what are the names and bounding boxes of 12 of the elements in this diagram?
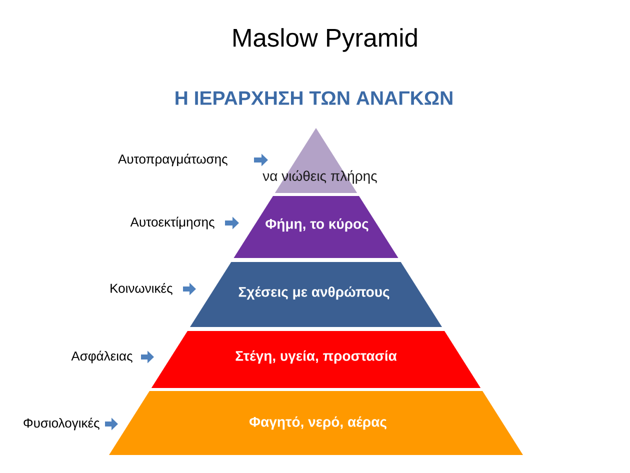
side-label: Ασφάλειας (71, 350, 132, 364)
side-label: Αυτοπραγμάτωσης (118, 154, 228, 166)
pyramid-tier: Φαγητό, νερό, αέρας (109, 391, 523, 455)
pyramid-tier: να νιώθεις πλήρης (262, 128, 377, 193)
pyramid-tier: Σχέσεις με ανθρώπους (190, 262, 442, 327)
side-label: Φυσιολογικές (24, 418, 100, 430)
pyramid-tier: Φήμη, το κύρος (234, 196, 398, 258)
pyramid-tier: Στέγη, υγεία, προστασία (151, 331, 481, 388)
subtitle: Η ΙΕΡΑΡΧΗΣΗ ΤΩΝ ΑΝΑΓΚΩΝ (176, 91, 452, 105)
title: Maslow Pyramid (234, 28, 417, 52)
side-label: Κοινωνικές (110, 282, 172, 296)
side-label: Αυτοεκτίμησης (130, 216, 214, 230)
